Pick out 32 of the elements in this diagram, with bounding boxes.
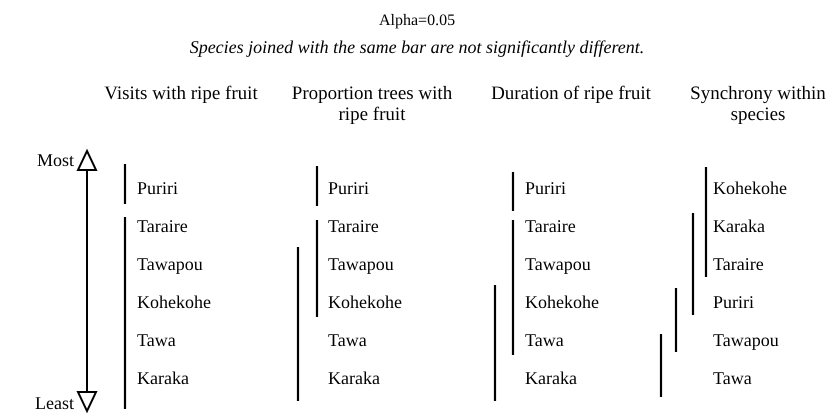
species-name: Tawa <box>137 331 176 351</box>
species-name: Kohekohe <box>525 293 599 313</box>
species-name: Puriri <box>137 179 178 199</box>
species-name: Kohekohe <box>713 179 787 199</box>
species-name: Karaka <box>328 369 380 389</box>
axis-label: Most <box>36 151 74 171</box>
species-name: Puriri <box>525 179 566 199</box>
species-name: Puriri <box>713 293 754 313</box>
species-name: Karaka <box>713 217 765 237</box>
column-heading: Proportion trees with ripe fruit <box>290 84 454 126</box>
species-name: Tawa <box>328 331 367 351</box>
column-heading: Synchrony within species <box>689 84 827 126</box>
species-name: Puriri <box>328 179 370 199</box>
species-name: Tawapou <box>328 255 394 275</box>
species-name: Kohekohe <box>137 293 211 313</box>
species-name: Kohekohe <box>328 293 402 313</box>
species-name: Karaka <box>137 369 189 389</box>
species-name: Tawa <box>525 331 564 351</box>
species-name: Karaka <box>525 369 577 389</box>
species-name: Taraire <box>328 217 379 237</box>
species-name: Taraire <box>713 255 764 275</box>
column-heading: Visits with ripe fruit <box>103 84 259 105</box>
note: Species joined with the same bar are not significantly different. <box>190 38 644 58</box>
chart-title: Alpha=0.05 <box>378 12 456 30</box>
axis-label: Least <box>35 394 74 414</box>
species-name: Tawapou <box>713 331 779 351</box>
species-name: Tawapou <box>525 255 591 275</box>
species-name: Tawa <box>713 369 752 389</box>
species-name: Taraire <box>137 217 188 237</box>
column-heading: Duration of ripe fruit <box>490 84 652 105</box>
species-name: Tawapou <box>137 255 203 275</box>
species-name: Taraire <box>525 217 576 237</box>
